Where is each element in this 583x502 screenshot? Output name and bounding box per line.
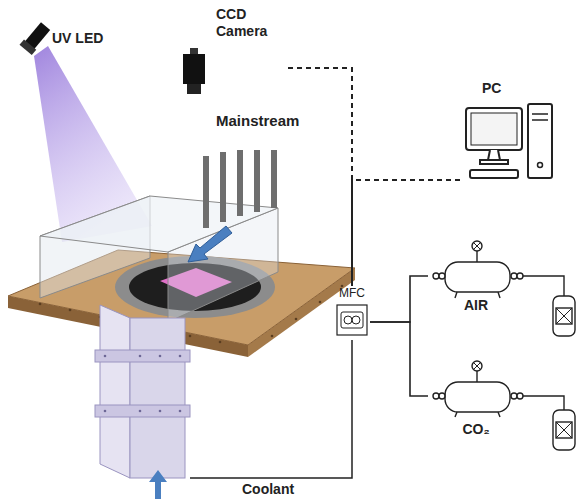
air-compressor — [433, 241, 523, 298]
co2-compressor — [433, 361, 523, 417]
lamp-label: UV LED — [52, 30, 103, 47]
flow-label: Mainstream — [216, 112, 299, 129]
coolant-arrow — [149, 470, 167, 499]
air-bottle — [553, 296, 575, 336]
signal-line — [288, 68, 352, 286]
node-label: CO₂ — [428, 421, 524, 438]
gas-source-node: AIR — [428, 236, 524, 314]
turbulence-rods — [203, 150, 277, 228]
co2-bottle — [553, 410, 575, 450]
mfc-node: MFC — [334, 286, 370, 340]
coolant-line — [190, 340, 352, 478]
flow-label: Coolant — [242, 481, 294, 498]
node-label: CCD Camera — [216, 6, 286, 40]
air-supply-line — [523, 276, 564, 296]
gas-line — [370, 276, 428, 322]
gas-line — [370, 322, 428, 396]
pc-icon — [466, 104, 552, 178]
gas-source-node: CO₂ — [428, 356, 524, 438]
node-label: MFC — [334, 286, 370, 301]
co2-supply-line — [523, 396, 564, 410]
signal-line — [352, 180, 460, 286]
mainstream-arrow — [188, 226, 232, 262]
mfc-symbol — [337, 305, 367, 335]
coolant-plenum — [95, 305, 190, 478]
camera-icon — [183, 48, 205, 94]
node-label: AIR — [428, 297, 524, 314]
camera-node: CCD Camera — [178, 6, 288, 102]
pc-node: PC — [460, 80, 560, 195]
node-label: PC — [482, 80, 558, 97]
